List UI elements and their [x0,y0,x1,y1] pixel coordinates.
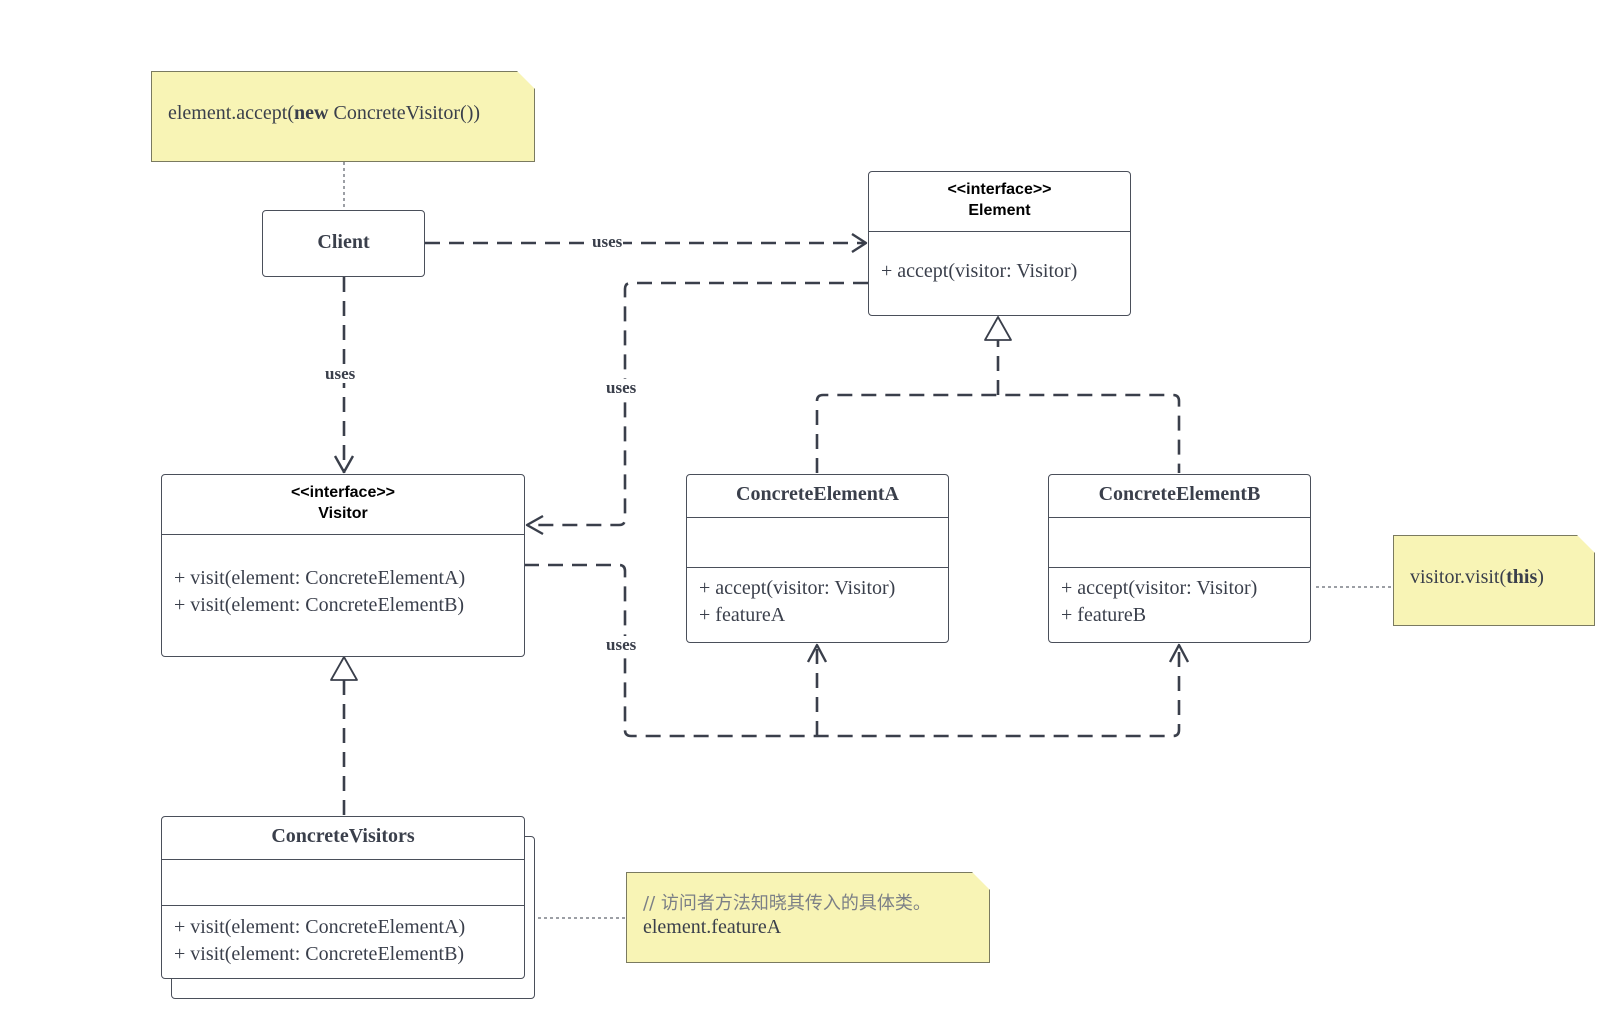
element-name: Element [968,202,1031,219]
concrete-element-a-name: ConcreteElementA [736,483,899,505]
label-client-visitor: uses [324,364,357,383]
element-method-accept: + accept(visitor: Visitor) [881,260,1078,282]
visitor-divider [162,534,524,535]
client-call-note: element.accept(new ConcreteVisitor()) [151,71,535,162]
element-stereotype: <<interface>> [947,181,1052,198]
concrete-element-b-method-accept: + accept(visitor: Visitor) [1061,577,1258,599]
concrete-visitors-divider-1 [162,859,524,860]
concrete-element-b-class[interactable]: ConcreteElementB + accept(visitor: Visit… [1048,474,1311,643]
concrete-element-b-name: ConcreteElementB [1098,483,1261,505]
element-divider [869,231,1130,232]
concrete-visitors-class[interactable]: ConcreteVisitors + visit(element: Concre… [161,816,525,979]
visit-this-note: visitor.visit(this) [1393,535,1595,626]
concrete-element-a-feature: + featureA [699,604,786,626]
concrete-visitors-divider-2 [162,905,524,906]
realization-triangle-element [984,316,1012,341]
label-element-visitor: uses [605,378,638,397]
concrete-visitor-note: // 访问者方法知晓其传入的具体类。 element.featureA [626,872,990,963]
element-visitor-dependency [528,281,868,527]
note-comment: // 访问者方法知晓其传入的具体类。 [643,893,931,914]
concrete-visitors-method-a: + visit(element: ConcreteElementA) [174,916,466,938]
concrete-element-a-divider-1 [687,517,948,518]
arrowhead-element [851,232,868,254]
concrete-element-a-class[interactable]: ConcreteElementA + accept(visitor: Visit… [686,474,949,643]
visitor-method-a: + visit(element: ConcreteElementA) [174,567,466,589]
visitor-elements-dependency [524,563,1181,738]
client-call-text: element.accept(new ConcreteVisitor()) [168,102,481,124]
label-visitor-elements: uses [605,635,638,654]
arrowhead-visitor-top [333,455,355,474]
visit-this-text: visitor.visit(this) [1410,566,1544,588]
label-client-element: uses [591,232,624,251]
concrete-visitors-method-b: + visit(element: ConcreteElementB) [174,943,465,965]
arrowhead-visitor-side [525,514,544,536]
concrete-visitors-name: ConcreteVisitors [271,825,415,847]
realization-triangle-visitor [330,656,358,681]
visitor-method-b: + visit(element: ConcreteElementB) [174,594,465,616]
visitor-interface[interactable]: <<interface>> Visitor + visit(element: C… [161,474,525,657]
arrowhead-element-b [1168,643,1190,663]
visitor-name: Visitor [318,505,368,522]
element-interface[interactable]: <<interface>> Element + accept(visitor: … [868,171,1131,316]
concrete-element-b-divider-1 [1049,517,1310,518]
client-name: Client [317,231,370,253]
concrete-element-a-divider-2 [687,567,948,568]
client-class[interactable]: Client [262,210,425,277]
concrete-element-b-feature: + featureB [1061,604,1147,626]
note-code: element.featureA [643,916,782,938]
concrete-element-b-divider-2 [1049,567,1310,568]
element-a-realization [815,393,1181,473]
arrowhead-element-a [806,643,828,663]
visitor-stereotype: <<interface>> [290,484,396,501]
concrete-element-a-method-accept: + accept(visitor: Visitor) [699,577,896,599]
